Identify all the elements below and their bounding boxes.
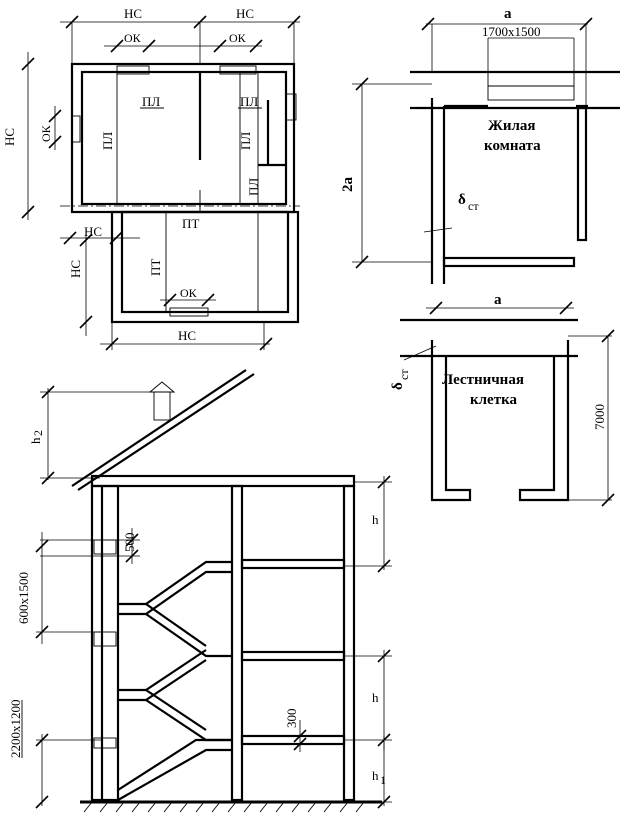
stair-delta-sub: ст: [397, 369, 411, 380]
plan-label-ok-bottom: ОК: [180, 286, 198, 300]
stair-name-2: клетка: [470, 392, 517, 408]
section-window-size: 600x1500: [16, 572, 31, 624]
section-dim-500: 500: [122, 533, 137, 553]
plan-label-nc-top-right: НС: [236, 6, 254, 21]
living-dim-2a: 2а: [340, 177, 356, 193]
living-bottom-wall: [442, 256, 576, 268]
plan-window-left: [71, 115, 81, 143]
section-left-wall: [90, 484, 120, 802]
plan-label-pt-middle: ПТ: [182, 216, 199, 231]
living-name-2: комната: [484, 138, 541, 154]
section-right-wall: [342, 484, 356, 802]
section-h2: h: [28, 437, 43, 444]
plan-label-pl-top-left: ПЛ: [142, 94, 160, 109]
plan-label-ok-left: ОК: [39, 124, 53, 142]
plan-label-pl-right: ПЛ: [238, 132, 253, 150]
section-h2-sub: 2: [31, 430, 45, 436]
plan-window-bottom: [169, 307, 209, 317]
stair-right-wall: [518, 340, 570, 502]
stair-left-wall: [430, 340, 472, 502]
section-dim-300: 300: [284, 709, 299, 729]
plan-right-notch: [285, 93, 297, 121]
section-door-size: 2200x1200: [8, 700, 23, 759]
plan-label-nc-left-lower: НС: [68, 260, 83, 278]
section-floor-1: [240, 734, 346, 746]
stair-name-1: Лестничная: [442, 372, 524, 388]
plan-window-top-left: [116, 65, 150, 75]
section-window-lower: [93, 631, 117, 647]
plan-label-nc-mid-left: НС: [84, 224, 102, 239]
section-chimney: [153, 391, 171, 421]
plan-lower-inner: [120, 210, 290, 314]
stair-delta: δ: [390, 382, 406, 390]
plan-label-pl-left: ПЛ: [100, 132, 115, 150]
section-middle-wall: [230, 484, 244, 802]
plan-window-top-right: [219, 65, 257, 75]
plan-label-pl-right-lower: ПЛ: [246, 178, 261, 196]
stair-dim-a: а: [494, 292, 502, 308]
section-door: [93, 737, 117, 749]
section-stair-1: [118, 560, 232, 606]
section-h1: h: [372, 768, 379, 783]
building-section: h 2 500 600x1500 h h 300 2200x1200: [8, 369, 392, 813]
living-delta-sub: ст: [468, 199, 479, 213]
plan-label-ok-top-left: ОК: [124, 31, 142, 45]
stairwell-detail: а δ ст Лестничная клетка 7000: [390, 292, 615, 507]
section-h-top: h: [372, 512, 379, 527]
section-chimney-cap: [148, 381, 176, 393]
stair-height: 7000: [592, 404, 607, 430]
section-roof-slab: [90, 474, 356, 488]
section-window-upper: [93, 539, 117, 555]
living-window-size: 1700x1500: [482, 24, 541, 39]
living-delta: δ: [458, 192, 466, 208]
plan-label-nc-left: НС: [2, 128, 17, 146]
section-floor-3: [240, 558, 346, 570]
plan-lower-outer: [110, 210, 300, 324]
plan-label-ok-top-right: ОК: [229, 31, 247, 45]
living-name-1: Жилая: [488, 118, 536, 134]
plan-label-pt-lower: ПТ: [148, 259, 163, 276]
living-room-detail: а 1700x1500 2а δ ст Жилая комната: [340, 6, 620, 284]
section-ground-hatching: [83, 801, 365, 813]
plan-label-nc-bottom: НС: [178, 328, 196, 343]
plan-label-nc-top-left: НС: [124, 6, 142, 21]
plan-inner-walls: [80, 70, 288, 206]
living-partition: [576, 106, 588, 242]
section-floor-2: [240, 650, 346, 662]
floor-plan: НС НС ОК ОК НС ОК ПЛ ПЛ ПЛ ПЛ ПЛ ПТ НС Н…: [2, 6, 301, 351]
section-h1-sub: 1: [380, 773, 386, 787]
plan-label-pl-top-right: ПЛ: [240, 94, 258, 109]
section-h-mid: h: [372, 690, 379, 705]
living-dim-a: а: [504, 6, 512, 22]
